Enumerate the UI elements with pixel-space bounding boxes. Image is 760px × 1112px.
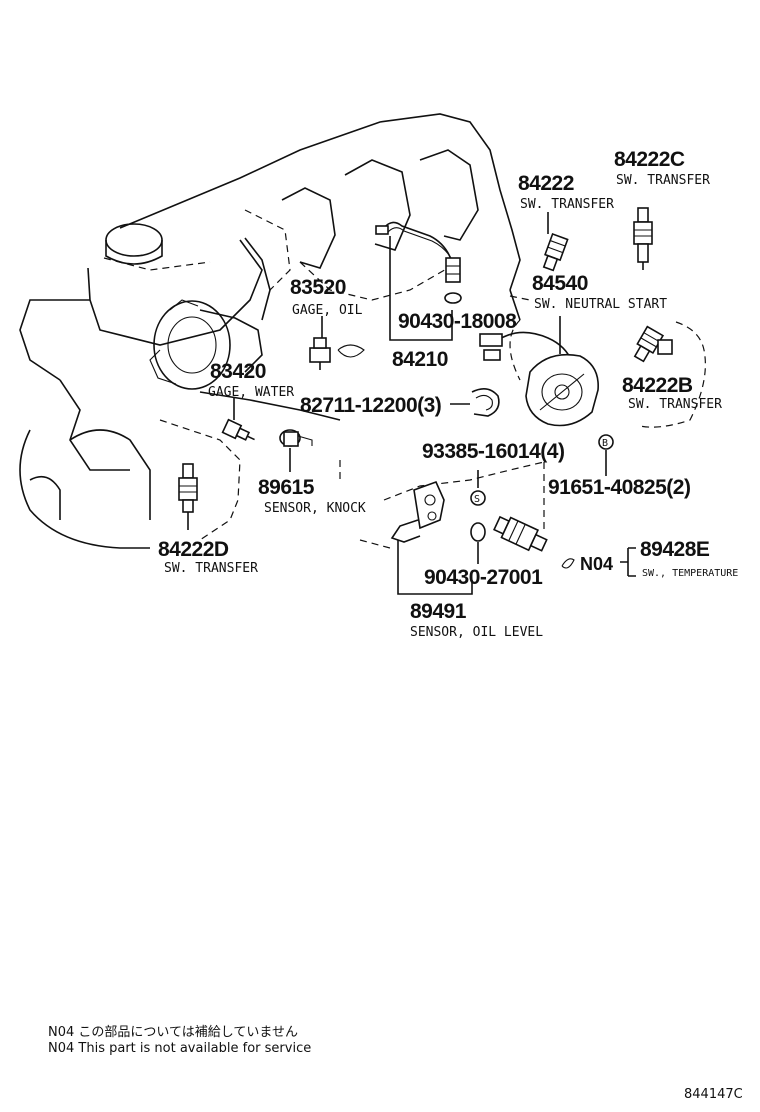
transfer-switch-icon (633, 207, 653, 270)
oil-level-sensor-icon (390, 480, 445, 543)
part-89491[interactable]: 89491 SENSOR, OIL LEVEL (359, 461, 545, 640)
part-82711-12200[interactable]: 82711-12200(3) (300, 388, 500, 417)
oil-pressure-gage-icon (309, 337, 331, 370)
part-number-84222: 84222 (518, 172, 574, 195)
part-number-84540: 84540 (532, 272, 588, 295)
part-number-82711: 82711-12200(3) (300, 394, 441, 417)
transfer-switch-icon (542, 232, 569, 272)
part-desc-84222B: SW. TRANSFER (628, 397, 722, 412)
part-desc-84222D: SW. TRANSFER (164, 561, 258, 576)
callout-s: S (470, 490, 486, 506)
knock-sensor-icon (279, 429, 313, 447)
water-temp-gage-icon (221, 418, 255, 441)
part-desc-89491: SENSOR, OIL LEVEL (410, 625, 543, 640)
transfer-switch-icon (633, 325, 665, 363)
part-desc-84222C: SW. TRANSFER (616, 173, 710, 188)
part-number-91651: 91651-40825(2) (548, 476, 690, 499)
part-number-90430-27001: 90430-27001 (424, 566, 543, 589)
part-number-89491: 89491 (410, 600, 467, 623)
callout-b-icon (598, 434, 614, 450)
callout-b-label: B (602, 438, 608, 449)
part-83520[interactable]: 83520 GAGE, OIL (290, 276, 365, 370)
part-number-84222C: 84222C (614, 148, 685, 171)
engine-illustration (19, 113, 521, 549)
part-number-93385: 93385-16014(4) (422, 440, 564, 463)
part-90430-18008[interactable]: 90430-18008 (398, 292, 518, 333)
part-89428E[interactable]: N04 89428E SW., TEMPERATURE (492, 462, 738, 579)
part-number-89615: 89615 (258, 476, 315, 499)
part-desc-89615: SENSOR, KNOCK (264, 501, 366, 516)
part-number-90430-18008: 90430-18008 (398, 310, 517, 333)
part-desc-89428E: SW., TEMPERATURE (642, 568, 738, 579)
part-93385-16014[interactable]: 93385-16014(4) (422, 440, 565, 488)
part-number-84222D: 84222D (158, 538, 229, 561)
note-not-supplied-en: N04 This part is not available for servi… (48, 1041, 312, 1056)
part-desc-84540: SW. NEUTRAL START (534, 297, 667, 312)
part-number-83420: 83420 (210, 360, 266, 383)
callout-s-label: S (474, 494, 480, 505)
neutral-start-switch-icon (479, 331, 599, 427)
part-desc-84222: SW. TRANSFER (520, 197, 614, 212)
callout-n04: N04 (580, 554, 613, 574)
catalog-code: 844147C (684, 1087, 743, 1102)
part-84222[interactable]: 84222 SW. TRANSFER (518, 172, 614, 272)
part-84540[interactable]: 84540 SW. NEUTRAL START (479, 272, 667, 427)
part-number-84222B: 84222B (622, 374, 693, 397)
part-90430-27001[interactable]: 90430-27001 (424, 522, 544, 589)
part-84210[interactable]: 84210 (375, 221, 461, 371)
part-number-89428E: 89428E (640, 538, 710, 561)
gasket-icon (470, 522, 486, 542)
part-89615[interactable]: 89615 SENSOR, KNOCK (258, 429, 366, 516)
note-not-supplied-jp: N04 この部品については補給していません (48, 1025, 298, 1040)
part-91651-40825[interactable]: B 91651-40825(2) (548, 434, 691, 499)
part-number-83520: 83520 (290, 276, 346, 299)
part-84222B[interactable]: 84222B SW. TRANSFER (622, 321, 722, 428)
part-desc-83520: GAGE, OIL (292, 303, 363, 318)
wire-clamp-icon (471, 388, 500, 417)
temperature-switch-icon (493, 515, 548, 552)
part-84222C[interactable]: 84222C SW. TRANSFER (614, 148, 710, 270)
part-desc-83420: GAGE, WATER (208, 385, 294, 400)
part-number-84210: 84210 (392, 348, 448, 371)
part-83420[interactable]: 83420 GAGE, WATER (208, 360, 294, 446)
transfer-switch-icon (178, 463, 198, 513)
gasket-icon (444, 292, 462, 304)
part-84222D[interactable]: 84222D SW. TRANSFER (158, 463, 258, 576)
